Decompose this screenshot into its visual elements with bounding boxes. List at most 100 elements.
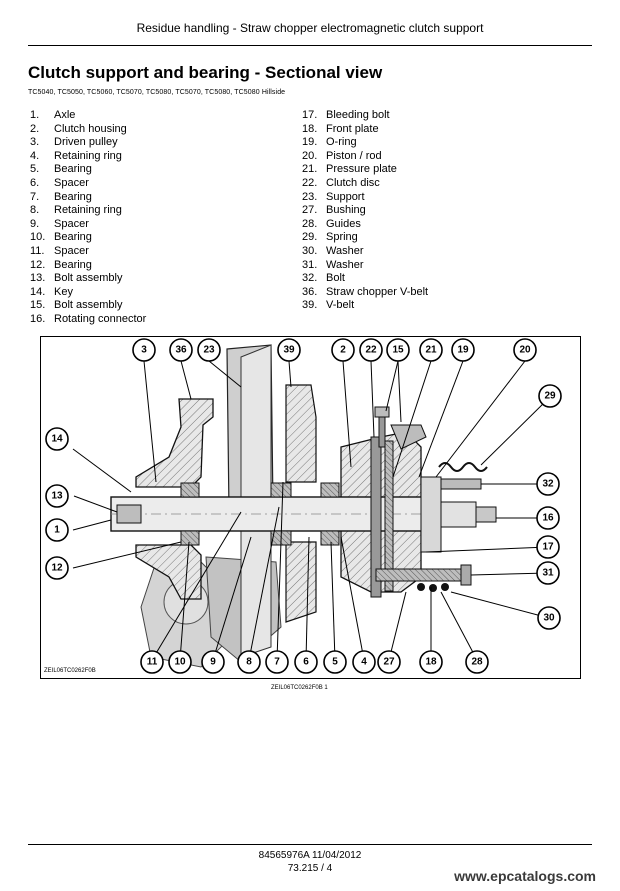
list-item: 39.V-belt (302, 299, 355, 312)
svg-text:36: 36 (175, 345, 187, 356)
callout-31: 31 (536, 561, 560, 585)
svg-text:23: 23 (203, 345, 215, 356)
leader-lines (72, 360, 551, 661)
svg-text:7: 7 (274, 657, 280, 668)
page-number: 73.215 / 4 (287, 863, 333, 874)
svg-text:2: 2 (340, 345, 346, 356)
svg-text:1: 1 (54, 525, 60, 536)
list-item: 15.Bolt assembly (30, 299, 123, 312)
list-item: 14.Key (30, 285, 73, 298)
callout-13: 13 (45, 484, 69, 508)
list-item: 5.Bearing (30, 163, 92, 176)
svg-text:6: 6 (303, 657, 309, 668)
list-item: 21.Pressure plate (302, 163, 397, 176)
parts-list-right: 17.Bleeding bolt 18.Front plate 19.O-rin… (302, 109, 428, 313)
svg-text:17: 17 (542, 542, 554, 553)
callout-19: 19 (451, 338, 475, 362)
svg-text:13: 13 (51, 491, 63, 502)
callout-14: 14 (45, 427, 69, 451)
parts-list-left: 1.Axle 2.Clutch housing 3.Driven pulley … (30, 109, 146, 327)
callout-39: 39 (277, 338, 301, 362)
svg-text:12: 12 (51, 563, 63, 574)
list-item: 6.Spacer (30, 176, 89, 189)
model-list: TC5040, TC5050, TC5060, TC5070, TC5080, … (28, 89, 286, 96)
list-item: 12.Bearing (30, 258, 92, 271)
callout-4: 4 (352, 650, 376, 674)
callout-6: 6 (294, 650, 318, 674)
document-reference: 84565976A 11/04/2012 (258, 850, 362, 861)
callout-11: 11 (140, 650, 164, 674)
list-item: 8.Retaining ring (30, 204, 122, 217)
svg-text:4: 4 (361, 657, 367, 668)
list-item: 11.Spacer (30, 244, 89, 257)
callout-7: 7 (265, 650, 289, 674)
svg-text:20: 20 (519, 345, 531, 356)
callout-23: 23 (197, 338, 221, 362)
list-item: 30.Washer (302, 244, 364, 257)
list-item: 3.Driven pulley (30, 136, 118, 149)
svg-text:22: 22 (365, 345, 377, 356)
list-item: 2.Clutch housing (30, 122, 127, 135)
callout-36: 36 (169, 338, 193, 362)
callout-5: 5 (323, 650, 347, 674)
svg-text:10: 10 (174, 657, 186, 668)
svg-text:32: 32 (542, 479, 554, 490)
list-item: 4.Retaining ring (30, 149, 122, 162)
list-item: 19.O-ring (302, 136, 357, 149)
page-header: Residue handling - Straw chopper electro… (136, 21, 484, 35)
list-item: 36.Straw chopper V-belt (302, 285, 429, 298)
svg-text:16: 16 (542, 513, 554, 524)
callout-3: 3 (132, 338, 156, 362)
callout-10: 10 (168, 650, 192, 674)
figure-code: ZEIL06TC0262F0B (44, 668, 96, 674)
footer-divider (28, 844, 592, 845)
callout-30: 30 (537, 606, 561, 630)
list-item: 31.Washer (302, 258, 364, 271)
list-item: 32.Bolt (302, 272, 345, 285)
callout-8: 8 (237, 650, 261, 674)
svg-text:15: 15 (392, 345, 404, 356)
callout-29: 29 (538, 384, 562, 408)
svg-text:11: 11 (147, 657, 158, 668)
sectional-view-diagram: 3 36 23 39 2 22 15 21 19 20 14 29 13 32 … (40, 336, 581, 679)
list-item: 16.Rotating connector (30, 312, 147, 325)
list-item: 23.Support (302, 190, 365, 203)
callout-28: 28 (465, 650, 489, 674)
list-item: 28.Guides (302, 217, 361, 230)
list-item: 10.Bearing (30, 231, 92, 244)
figure-caption: ZEIL06TC0262F0B 1 (271, 685, 328, 691)
svg-text:30: 30 (543, 613, 555, 624)
callout-22: 22 (359, 338, 383, 362)
watermark-link[interactable]: www.epcatalogs.com (454, 868, 596, 884)
list-item: 20.Piston / rod (302, 149, 382, 162)
list-item: 9.Spacer (30, 217, 89, 230)
svg-text:29: 29 (544, 391, 556, 402)
list-item: 22.Clutch disc (302, 176, 380, 189)
header-divider (28, 45, 592, 46)
callout-32: 32 (536, 472, 560, 496)
callout-27: 27 (377, 650, 401, 674)
list-item: 18.Front plate (302, 122, 379, 135)
list-item: 13.Bolt assembly (30, 272, 123, 285)
svg-text:3: 3 (141, 345, 147, 356)
svg-text:18: 18 (425, 657, 437, 668)
callout-15: 15 (386, 338, 410, 362)
callout-16: 16 (536, 506, 560, 530)
svg-text:21: 21 (425, 345, 437, 356)
callout-1: 1 (45, 518, 69, 542)
svg-text:9: 9 (210, 657, 216, 668)
svg-text:5: 5 (332, 657, 338, 668)
svg-text:28: 28 (471, 657, 483, 668)
callout-12: 12 (45, 556, 69, 580)
section-title: Clutch support and bearing - Sectional v… (28, 63, 383, 82)
callout-9: 9 (201, 650, 225, 674)
callout-2: 2 (331, 338, 355, 362)
svg-text:14: 14 (51, 434, 63, 445)
svg-text:31: 31 (542, 568, 554, 579)
list-item: 7.Bearing (30, 190, 92, 203)
callout-20: 20 (513, 338, 537, 362)
list-item: 1.Axle (30, 109, 76, 121)
list-item: 17.Bleeding bolt (302, 109, 390, 121)
svg-text:27: 27 (383, 657, 395, 668)
svg-text:19: 19 (457, 345, 469, 356)
